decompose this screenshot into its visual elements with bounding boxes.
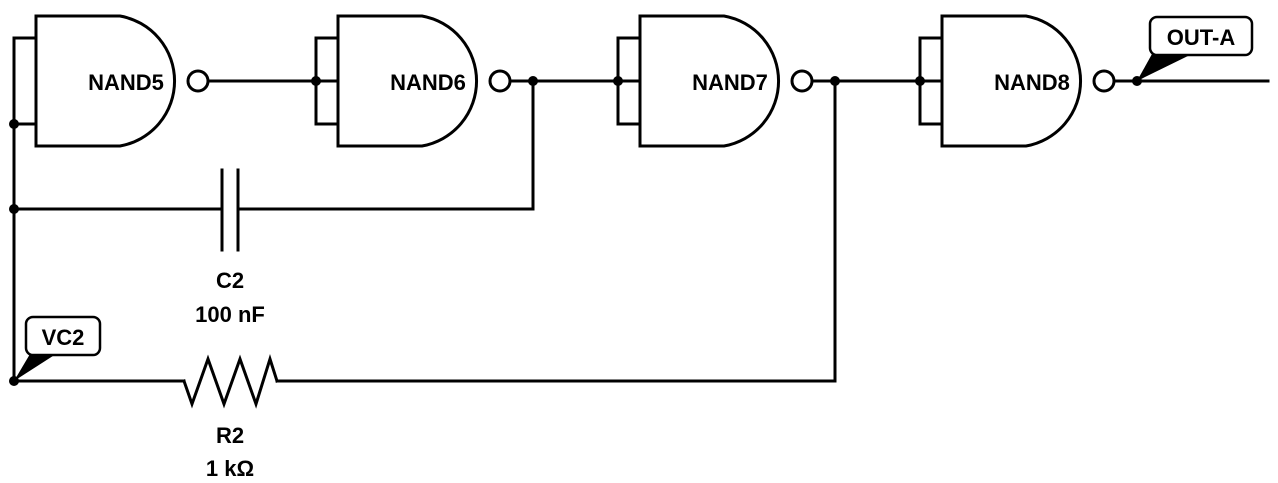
vc2-text: VC2 [42,325,85,350]
junction-dot [311,76,321,86]
nand7-label: NAND7 [692,70,768,95]
junction-dot [613,76,623,86]
net-label-vc2: VC2 [14,315,102,381]
out-a-text: OUT-A [1167,25,1236,50]
nand6-output-bubble [488,69,512,93]
nand6-body [336,14,479,148]
out-a-pointer [1137,54,1192,81]
capacitor-c2: C2 100 nF [195,168,265,327]
resistor-r2: R2 1 kΩ [182,354,279,481]
nand7-gate: NAND7 [638,14,814,148]
capacitor-ref-label: C2 [216,268,244,293]
resistor-value-label: 1 kΩ [206,456,254,481]
nand5-gate: NAND5 [34,14,210,148]
out-a-box [1148,15,1254,57]
resistor-zigzag [182,354,279,409]
net-label-out-a: OUT-A [1137,15,1254,81]
resistor-ref-label: R2 [216,423,244,448]
nand5-body [34,14,177,148]
vc2-box [24,315,102,357]
junction-dot [528,76,538,86]
nand6-gate: NAND6 [336,14,512,148]
vc2-pointer [14,354,56,381]
junction-dot [9,119,19,129]
junction-dot [830,76,840,86]
junction-dot [9,204,19,214]
nand7-output-bubble [790,69,814,93]
nand6-label: NAND6 [390,70,466,95]
nand8-label: NAND8 [994,70,1070,95]
nand8-gate: NAND8 [940,14,1116,148]
nand8-body [940,14,1083,148]
nand8-output-bubble [1092,69,1116,93]
capacitor-feedback-wire [238,79,535,211]
nand5-output-bubble [186,69,210,93]
nand5-label: NAND5 [88,70,164,95]
nand7-body [638,14,781,148]
capacitor-value-label: 100 nF [195,302,265,327]
resistor-feedback-wire [275,79,837,383]
junction-dot [915,76,925,86]
